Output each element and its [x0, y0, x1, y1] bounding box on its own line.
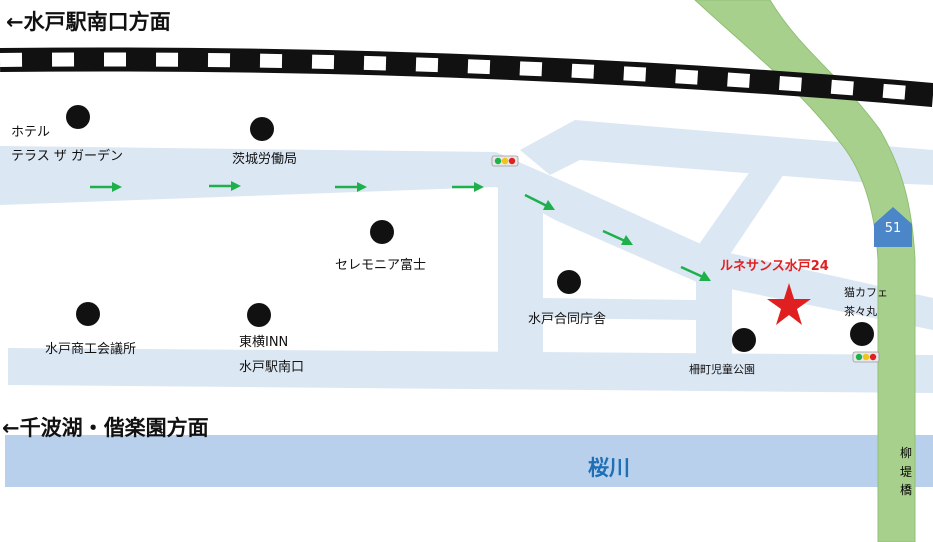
route-arrow-icon	[680, 265, 711, 281]
cafe-marker	[850, 322, 874, 346]
ceremonia-label: セレモニア富士	[335, 258, 427, 273]
destination-star-icon	[767, 283, 811, 325]
toyoko-label-line2: 水戸駅南口	[239, 360, 305, 375]
hotel-label-line2: テラス ザ ガーデン	[11, 149, 124, 164]
upper-right-road	[520, 120, 933, 185]
route-arrow-icon	[452, 182, 484, 192]
toyoko-label-line1: 東横INN	[239, 335, 289, 350]
right-lower-road	[696, 262, 732, 370]
north-direction-label: ←水戸駅南口方面	[6, 10, 171, 34]
bridge-char: 橋	[899, 483, 912, 498]
cafe-label-line1: 猫カフェ	[844, 286, 888, 299]
park-label: 柵町児童公園	[689, 363, 755, 376]
route-arrow-icon	[209, 181, 241, 191]
bridge-char: 堤	[899, 464, 912, 479]
landmark-markers	[66, 105, 874, 352]
route-arrow-icon	[90, 182, 122, 192]
route-number: 51	[884, 221, 902, 236]
ceremonia-marker	[370, 220, 394, 244]
side-road	[498, 187, 543, 355]
chamber-marker	[76, 302, 100, 326]
traffic-signal-1	[491, 155, 519, 167]
main-street	[0, 146, 496, 205]
lower-street	[8, 348, 933, 393]
hotel-marker	[66, 105, 90, 129]
route-shield	[874, 207, 912, 247]
cafe-label-line2: 茶々丸	[844, 305, 877, 318]
route-arrows	[90, 181, 711, 281]
river-label: 桜川	[588, 456, 630, 480]
toyoko-marker	[247, 303, 271, 327]
route-arrow-icon	[524, 193, 555, 210]
sakuragawa-river	[5, 435, 933, 487]
gov-building-marker	[557, 270, 581, 294]
road-network	[0, 120, 933, 393]
chamber-label: 水戸商工会議所	[45, 342, 137, 357]
labour-bureau-marker	[250, 117, 274, 141]
south-direction-label: ←千波湖・偕楽園方面	[2, 416, 209, 440]
gov-building-label: 水戸合同庁舎	[528, 312, 607, 327]
diagonal-road	[496, 152, 725, 290]
destination-label: ルネサンス水戸24	[720, 259, 829, 274]
railway	[0, 47, 933, 107]
route-arrow-icon	[602, 229, 633, 245]
bridge-char: 柳	[899, 446, 912, 460]
hotel-label-line1: ホテル	[11, 125, 51, 140]
right-road	[695, 150, 800, 262]
park-marker	[732, 328, 756, 352]
office-lane	[543, 298, 696, 320]
traffic-signal-2	[852, 351, 880, 363]
labour-bureau-label: 茨城労働局	[232, 152, 298, 167]
bridge-label: 柳 堤 橋	[898, 444, 914, 500]
route-arrow-icon	[335, 182, 367, 192]
